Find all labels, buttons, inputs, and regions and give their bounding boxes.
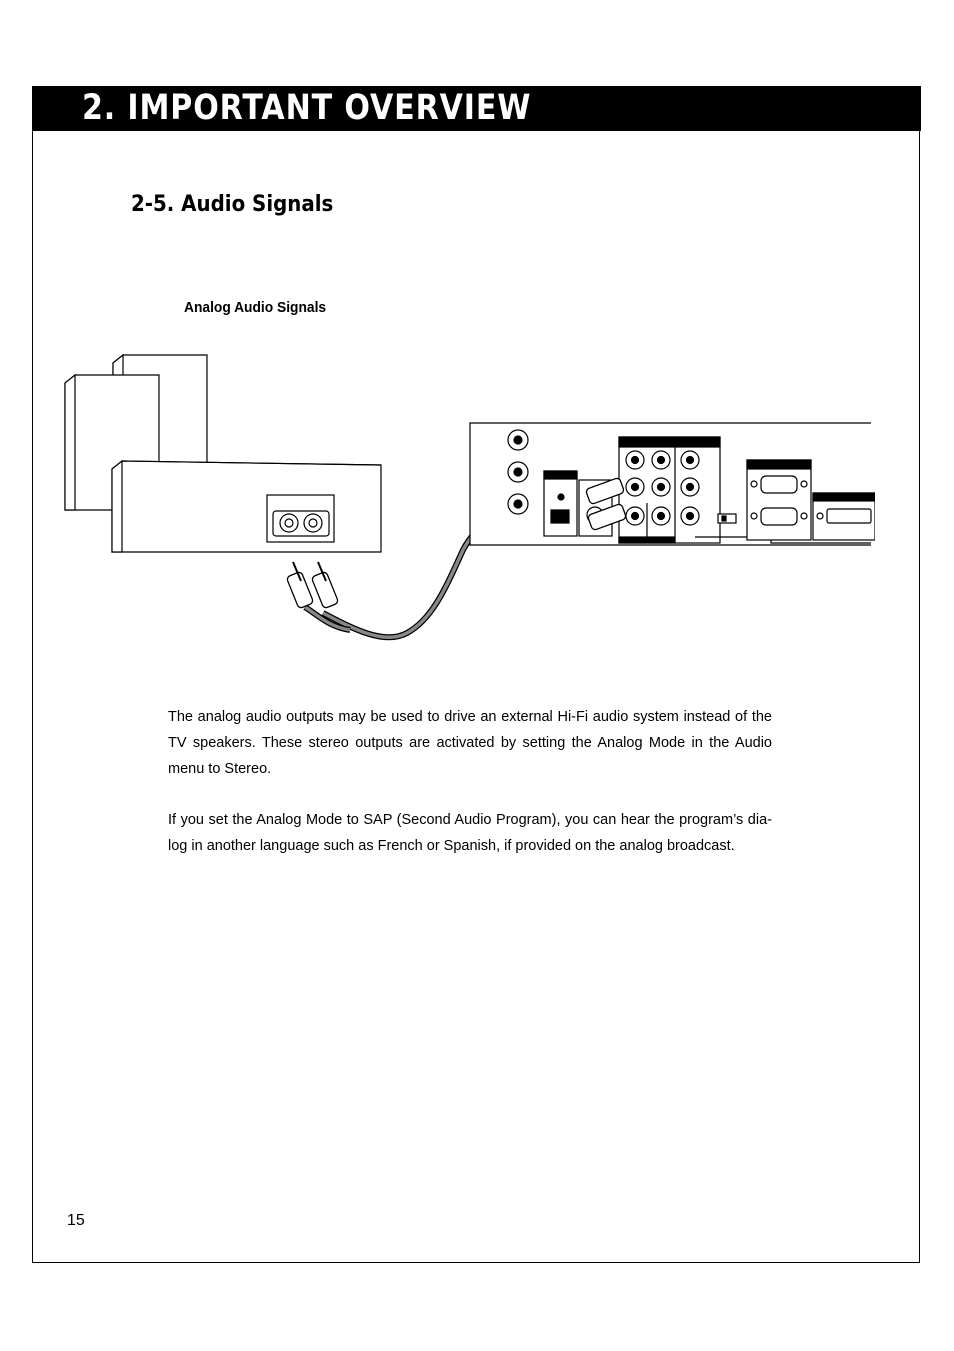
audio-connection-diagram — [64, 353, 875, 641]
body-paragraph-1: The analog audio outputs may be used to … — [168, 709, 772, 777]
section-title: 2-5. Audio Signals — [131, 192, 334, 217]
body-paragraph-2: If you set the Analog Mode to SAP (Secon… — [168, 812, 772, 854]
page-number: 15 — [67, 1212, 85, 1229]
header-bar — [32, 86, 921, 131]
tv-rear-panel-icon — [469, 422, 875, 546]
speaker-system-icon — [64, 353, 382, 553]
page-frame — [32, 86, 920, 1263]
subsection-title: Analog Audio Signals — [184, 299, 327, 316]
page-title: 2. IMPORTANT OVERVIEW — [82, 88, 532, 128]
